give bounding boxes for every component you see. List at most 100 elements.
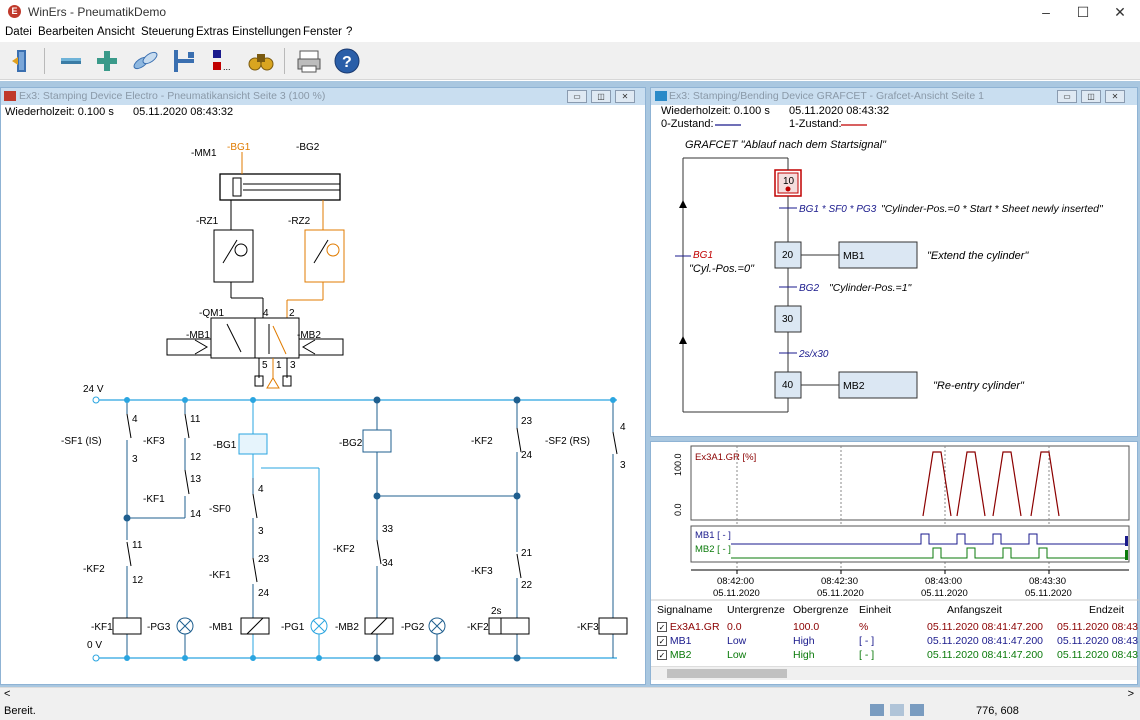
col-signalname[interactable]: Signalname: [657, 604, 713, 616]
label-kf3-b: -KF3: [471, 566, 493, 577]
pneumatic-view-window[interactable]: Ex3: Stamping Device Electro - Pneumatik…: [0, 87, 646, 685]
port-2-label: 2: [289, 308, 295, 319]
branch-icon[interactable]: [168, 46, 198, 76]
row-unit: %: [859, 621, 869, 633]
timer-coil-kf2: [500, 617, 530, 635]
col-untergrenze[interactable]: Untergrenze: [727, 604, 785, 616]
terminal-3-label: 3: [620, 460, 626, 471]
maximize-button[interactable]: ☐: [1076, 4, 1090, 20]
date-tick-label: 05.11.2020: [817, 588, 864, 599]
table-row[interactable]: ✓ MB1: [657, 635, 692, 647]
table-row[interactable]: ✓ Ex3A1.GR: [657, 621, 720, 633]
main-hscrollbar[interactable]: < >: [0, 687, 1140, 702]
view-icon-2[interactable]: [890, 704, 904, 716]
circuit-window-icon: [4, 91, 16, 101]
view-icon-3[interactable]: [910, 704, 924, 716]
throttle-valve-rz1: [213, 229, 254, 283]
label-0v: 0 V: [87, 640, 102, 651]
table-hscrollbar[interactable]: [651, 666, 1137, 680]
row-start-time: 05.11.2020 08:41:47.200: [927, 635, 1043, 647]
row-lower-limit: Low: [727, 635, 747, 647]
menu-einstellungen[interactable]: Einstellungen: [232, 26, 302, 38]
menu-datei[interactable]: Datei: [5, 26, 32, 38]
grafcet-repeat-time: Wiederholzeit: 0.100 s: [661, 105, 770, 117]
exit-icon[interactable]: [6, 46, 36, 76]
col-einheit[interactable]: Einheit: [859, 604, 892, 616]
signal-plot: 100.0 0.0 Ex3A1.GR [%] MB1 [ - ] MB2 [ -…: [651, 445, 1139, 601]
menu-ansicht[interactable]: Ansicht: [97, 26, 135, 38]
row-upper-limit: High: [793, 649, 815, 661]
signal-mb2-label: MB2 [ - ]: [695, 544, 731, 555]
terminal-24-label: 24: [258, 588, 270, 599]
label-kf1-a: -KF1: [143, 494, 165, 505]
child-restore-button[interactable]: ◫: [591, 90, 611, 103]
grafcet-minimize-button[interactable]: ▭: [1057, 90, 1077, 103]
terminal-21-label: 21: [521, 548, 533, 559]
col-endzeit[interactable]: Endzeit: [1089, 604, 1125, 616]
row-unit: [ - ]: [859, 649, 875, 661]
minus-icon[interactable]: [56, 46, 86, 76]
transition-1-condition: BG1 * SF0 * PG3: [799, 204, 877, 215]
label-kf2-a: -KF2: [83, 564, 105, 575]
app-logo-icon: E: [8, 5, 21, 18]
terminal-3-label: 3: [258, 526, 264, 537]
pills-icon[interactable]: [130, 46, 160, 76]
row-lower-limit: 0.0: [727, 621, 742, 633]
grafcet-window[interactable]: Ex3: Stamping/Bending Device GRAFCET - G…: [650, 87, 1138, 437]
step-30-label: 30: [782, 314, 794, 325]
signal-ex3a1-label: Ex3A1.GR [%]: [695, 452, 756, 463]
grafcet-restore-button[interactable]: ◫: [1081, 90, 1101, 103]
mdi-workspace: Ex3: Stamping Device Electro - Pneumatik…: [0, 81, 1140, 687]
state1-label: 1-Zustand:: [789, 118, 842, 130]
throttle-valve-rz2: [304, 229, 345, 283]
close-button[interactable]: ✕: [1114, 4, 1126, 20]
menu-steuerung[interactable]: Steuerung: [141, 26, 195, 38]
child-minimize-button[interactable]: ▭: [567, 90, 587, 103]
help-icon[interactable]: ?: [332, 46, 362, 76]
menu-extras[interactable]: Extras: [196, 26, 229, 38]
minimize-button[interactable]: –: [1042, 4, 1050, 20]
printer-icon[interactable]: [294, 46, 324, 76]
cylinder-mm1: [219, 152, 341, 201]
label-mb2-coil: -MB2: [335, 622, 359, 633]
grafcet-close-button[interactable]: ✕: [1105, 90, 1125, 103]
view-icon-1[interactable]: [870, 704, 884, 716]
action-40-text: "Re-entry cylinder": [933, 380, 1025, 392]
col-anfangszeit[interactable]: Anfangszeit: [947, 604, 1002, 616]
label-sf0: -SF0: [209, 504, 231, 515]
signal-mb1-label: MB1 [ - ]: [695, 530, 731, 541]
row-upper-limit: 100.0: [793, 621, 820, 633]
menu-fenster[interactable]: Fenster: [303, 26, 342, 38]
y-axis-top: 100.0: [673, 453, 683, 476]
terminal-33-label: 33: [382, 524, 394, 535]
col-obergrenze[interactable]: Obergrenze: [793, 604, 849, 616]
label-bg1-top: -BG1: [227, 142, 251, 153]
label-sf1: -SF1 (IS): [61, 436, 102, 447]
terminal-4-label: 4: [620, 422, 626, 433]
list-icon[interactable]: ...: [208, 46, 238, 76]
timestamp: 05.11.2020 08:43:32: [133, 106, 234, 118]
row-end-time: 05.11.2020 08:43: [1057, 649, 1138, 661]
transition-1-text: "Cylinder-Pos.=0 * Start * Sheet newly i…: [881, 203, 1104, 215]
return-text: "Cyl.-Pos.=0": [689, 263, 755, 275]
sensor-bg2: [362, 429, 392, 453]
date-tick-label: 05.11.2020: [1025, 588, 1072, 599]
terminal-11-label: 11: [132, 540, 143, 551]
step-40-label: 40: [782, 380, 794, 391]
label-kf3-a: -KF3: [143, 436, 165, 447]
plus-icon[interactable]: [92, 46, 122, 76]
timing-diagram-window[interactable]: 100.0 0.0 Ex3A1.GR [%] MB1 [ - ] MB2 [ -…: [650, 441, 1139, 685]
menu-help[interactable]: ?: [346, 26, 353, 38]
row-end-time: 05.11.2020 08:43: [1057, 635, 1138, 647]
menu-bearbeiten[interactable]: Bearbeiten: [38, 26, 94, 38]
grafcet-window-icon: [655, 91, 667, 101]
binoculars-icon[interactable]: [246, 46, 276, 76]
label-kf2-c: -KF2: [471, 436, 493, 447]
menu-bar: Datei Bearbeiten Ansicht Steuerung Extra…: [0, 24, 1140, 42]
label-mb1-valve: -MB1: [186, 330, 210, 341]
row-signal-name: MB1: [669, 635, 692, 647]
child-close-button[interactable]: ✕: [615, 90, 635, 103]
table-row[interactable]: ✓ MB2: [657, 649, 692, 661]
toolbar: ... ?: [0, 42, 1140, 80]
port-4-label: 4: [263, 308, 269, 319]
